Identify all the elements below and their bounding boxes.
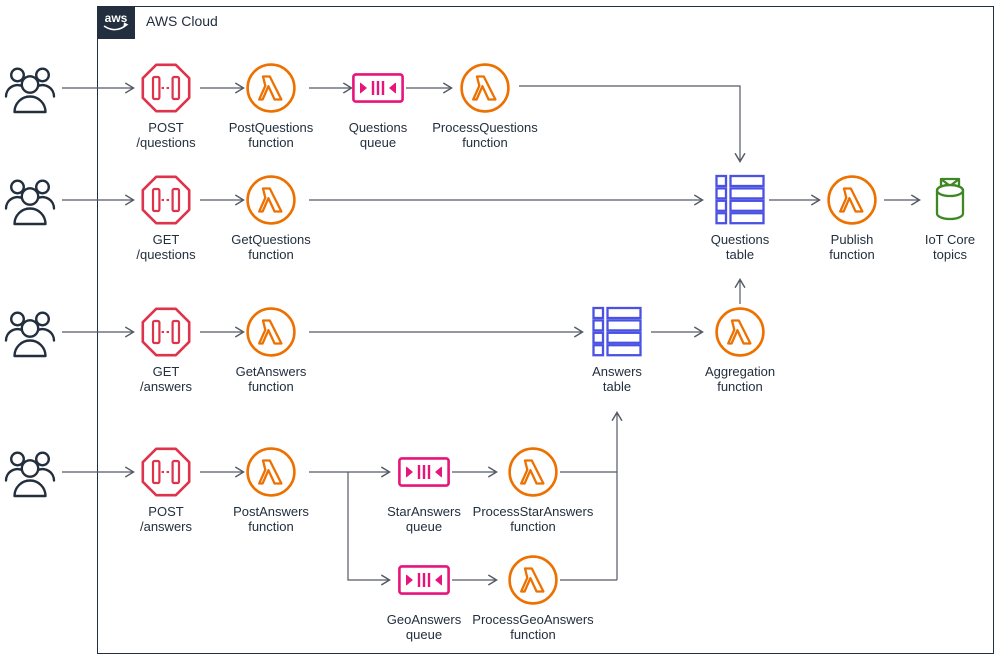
node-label-questions-queue: Questions queue [348, 120, 408, 150]
node-label-iot-core-topics: IoT Core topics [924, 232, 976, 262]
node-label-staranswers-queue: StarAnswers queue [387, 504, 461, 534]
node-label-get-answers-endpoint: GET /answers [139, 364, 193, 394]
lambda-function-icon [245, 446, 297, 498]
node-label-post-answers-endpoint: POST /answers [139, 504, 193, 534]
aws-logo-icon: aws [103, 11, 129, 31]
users-icon [4, 174, 56, 226]
dynamodb-table-icon [591, 306, 643, 358]
aws-cloud-boundary [97, 6, 994, 654]
dynamodb-table-icon [714, 174, 766, 226]
edge-postanswersfn-to-geoqueue [347, 472, 391, 586]
sqs-queue-icon [398, 565, 450, 595]
node-label-processquestions-function: ProcessQuestions function [432, 120, 538, 150]
users-icon [4, 446, 56, 498]
lambda-function-icon [507, 554, 559, 606]
svg-text:aws: aws [105, 11, 128, 25]
api-gateway-endpoint-icon [141, 307, 191, 357]
node-label-getquestions-function: GetQuestions function [231, 232, 311, 262]
sqs-queue-icon [398, 457, 450, 487]
api-gateway-endpoint-icon [141, 175, 191, 225]
lambda-function-icon [714, 306, 766, 358]
node-label-geoanswers-queue: GeoAnswers queue [386, 612, 462, 642]
node-label-processstaranswers-function: ProcessStarAnswers function [472, 504, 594, 534]
users-icon [4, 306, 56, 358]
edge-processquestionsfn-to-questionstable [519, 85, 746, 163]
node-label-processgeoanswers-function: ProcessGeoAnswers function [472, 612, 594, 642]
node-label-answers-table: Answers table [592, 364, 642, 394]
sqs-queue-icon [352, 73, 404, 103]
node-label-postquestions-function: PostQuestions function [228, 120, 314, 150]
lambda-function-icon [245, 306, 297, 358]
node-label-post-questions-endpoint: POST /questions [136, 120, 196, 150]
node-label-aggregation-function: Aggregation function [704, 364, 776, 394]
node-label-getanswers-function: GetAnswers function [235, 364, 307, 394]
lambda-function-icon [245, 174, 297, 226]
api-gateway-endpoint-icon [141, 63, 191, 113]
api-gateway-endpoint-icon [141, 447, 191, 497]
lambda-function-icon [826, 174, 878, 226]
iot-core-topic-icon [926, 176, 974, 224]
users-icon [4, 62, 56, 114]
lambda-function-icon [245, 62, 297, 114]
node-label-postanswers-function: PostAnswers function [233, 504, 309, 534]
aws-logo: aws [97, 6, 135, 39]
node-label-get-questions-endpoint: GET /questions [136, 232, 196, 262]
node-label-questions-table: Questions table [710, 232, 770, 262]
lambda-function-icon [459, 62, 511, 114]
lambda-function-icon [507, 446, 559, 498]
aws-cloud-title: AWS Cloud [146, 13, 218, 29]
node-label-publish-function: Publish function [829, 232, 875, 262]
